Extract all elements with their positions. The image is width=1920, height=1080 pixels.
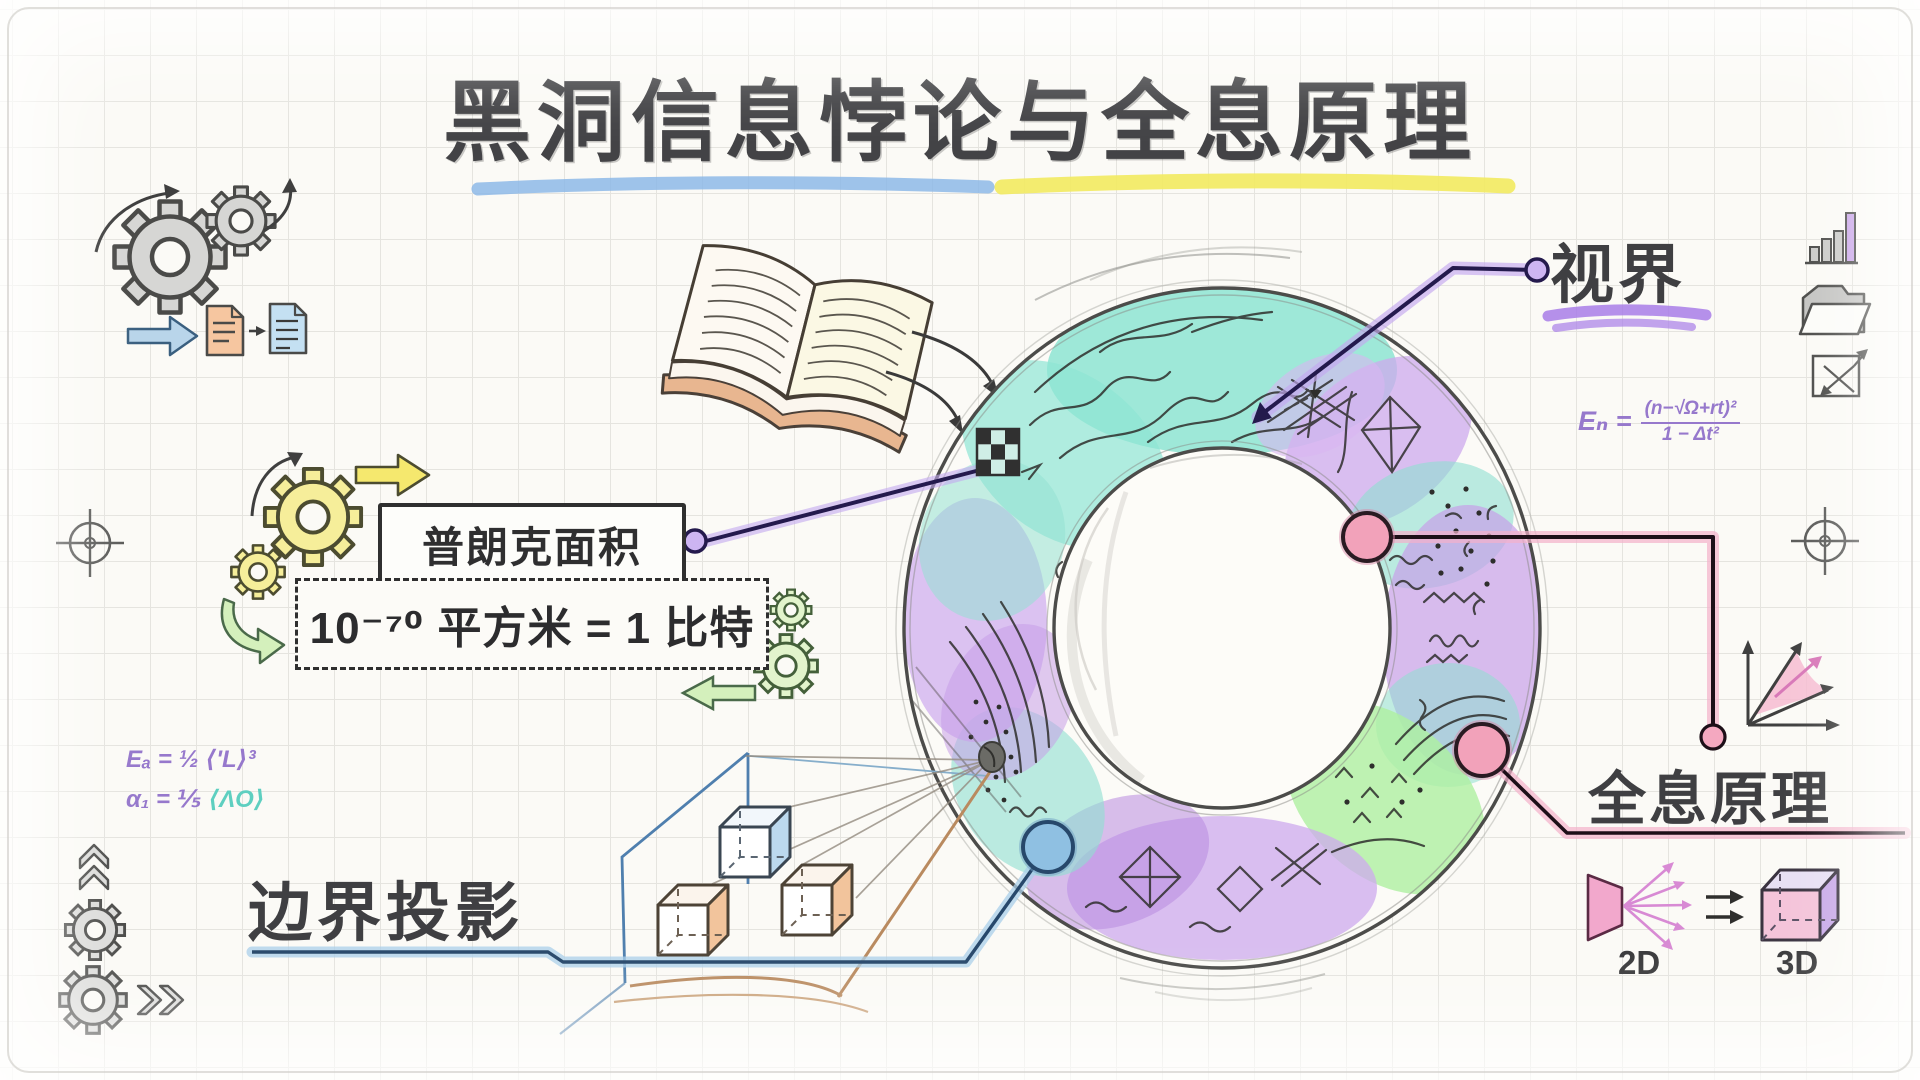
formula-horizon-entropy: Eₙ = (n−√Ω+rt)² 1 − Δt² bbox=[1578, 398, 1741, 446]
planck-value-box: 10⁻⁷⁰ 平方米 = 1 比特 bbox=[295, 578, 769, 670]
horizon-label: 视界 bbox=[1550, 239, 1686, 311]
yellow-gears-icon bbox=[220, 452, 431, 665]
label-3d: 3D bbox=[1776, 944, 1819, 981]
crosshair-left-icon bbox=[56, 509, 124, 577]
crosshair-right-icon bbox=[1791, 507, 1859, 575]
checker-node bbox=[975, 427, 1021, 477]
formula-right-lhs: Eₙ = bbox=[1578, 406, 1632, 437]
document-transform-icon bbox=[126, 302, 308, 357]
gear-icon-1 bbox=[63, 898, 127, 962]
expand-icon bbox=[1811, 349, 1868, 398]
planck-area-title: 普朗克面积 bbox=[421, 523, 642, 571]
folder-icon bbox=[1798, 284, 1872, 336]
chevrons-up-icon bbox=[78, 843, 110, 891]
double-arrow-icon bbox=[1706, 890, 1744, 924]
screen-2d-icon bbox=[1586, 873, 1624, 942]
ring-node-pink-upper bbox=[1341, 511, 1393, 563]
cube-3d-icon bbox=[1760, 868, 1840, 942]
planck-value: 10⁻⁷⁰ 平方米 = 1 比特 bbox=[309, 604, 755, 653]
cube-orange-1 bbox=[656, 883, 730, 957]
axes-growth-icon bbox=[1742, 640, 1840, 731]
planck-connector bbox=[682, 464, 986, 554]
formula-left-line2-rhs: ⟨ΛO⟩ bbox=[208, 785, 265, 813]
horizon-connector bbox=[1251, 257, 1550, 424]
planck-area-box: 普朗克面积 bbox=[378, 503, 686, 585]
label-2d: 2D bbox=[1618, 944, 1661, 981]
boundary-connector bbox=[246, 818, 1077, 968]
fan-arrows bbox=[1623, 862, 1692, 950]
boundary-label: 边界投影 bbox=[248, 877, 524, 949]
book-icon bbox=[660, 244, 934, 454]
projection-point bbox=[978, 741, 1006, 773]
holography-upper-connector bbox=[1339, 509, 1727, 751]
ring-node-blue bbox=[1021, 820, 1075, 874]
page-title: 黑洞信息悖论与全息原理 bbox=[442, 73, 1477, 172]
bar-chart-icon bbox=[1805, 212, 1858, 265]
holography-connector bbox=[1452, 720, 1911, 839]
formula-right-numerator: (n−√Ω+rt)² bbox=[1640, 398, 1741, 424]
book-arrows bbox=[885, 330, 999, 434]
horizon-underline bbox=[1542, 304, 1712, 332]
chevrons-right-icon bbox=[136, 984, 185, 1016]
green-back-arrow-icon bbox=[680, 674, 757, 712]
title-underline-blue bbox=[471, 176, 995, 196]
formula-right-denominator: 1 − Δt² bbox=[1661, 423, 1719, 445]
formula-left-notes: Eₐ = ½ ⟨'L⟩³ α₁ = ⅕ ⟨ΛO⟩ bbox=[126, 740, 265, 819]
formula-left-line1: Eₐ = ½ ⟨'L⟩³ bbox=[126, 746, 256, 773]
holography-label: 全息原理 bbox=[1588, 767, 1833, 832]
formula-left-line2: α₁ = ⅕ ⟨ΛO⟩ bbox=[126, 780, 265, 820]
cube-orange-2 bbox=[780, 863, 854, 937]
blackhole-ring bbox=[895, 246, 1549, 1002]
gear-icon-2 bbox=[58, 965, 128, 1035]
formula-right-fraction: (n−√Ω+rt)² 1 − Δt² bbox=[1640, 398, 1741, 446]
boundary-projection-sketch bbox=[559, 741, 1006, 1035]
gears-cycle-icon bbox=[94, 178, 297, 313]
formula-left-line2-lhs: α₁ = ⅕ bbox=[126, 785, 209, 813]
ring-node-endpoint bbox=[1699, 723, 1727, 751]
ring-node-pink-lower bbox=[1454, 722, 1510, 778]
cube-blue bbox=[718, 805, 792, 879]
green-curve-arrow-icon bbox=[220, 597, 286, 665]
title-underline-yellow bbox=[994, 173, 1516, 195]
